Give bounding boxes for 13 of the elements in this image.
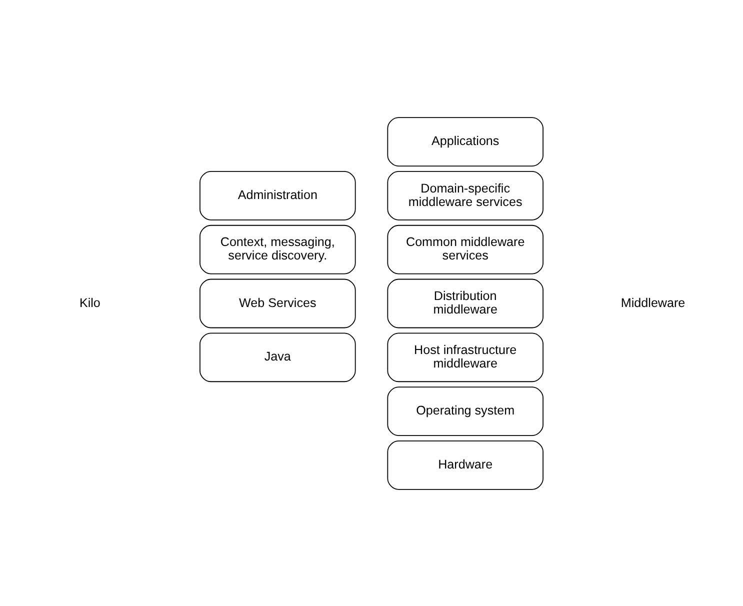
node-box: Applications	[387, 116, 544, 166]
node-box: Administration	[200, 170, 356, 220]
node-box: Web Services	[200, 278, 356, 328]
node-box: Common middleware services	[387, 224, 544, 274]
node-box: Java	[200, 332, 356, 382]
label: Kilo	[79, 295, 100, 310]
node-box: Domain-specific middleware services	[387, 170, 544, 220]
node-box: Host infrastructure middleware	[387, 332, 544, 382]
label: Middleware	[620, 295, 686, 310]
node-box: Operating system	[387, 386, 544, 436]
node-box: Distribution middleware	[387, 278, 544, 328]
node-box: Context, messaging, service discovery.	[200, 224, 356, 274]
node-box: Hardware	[387, 440, 544, 490]
